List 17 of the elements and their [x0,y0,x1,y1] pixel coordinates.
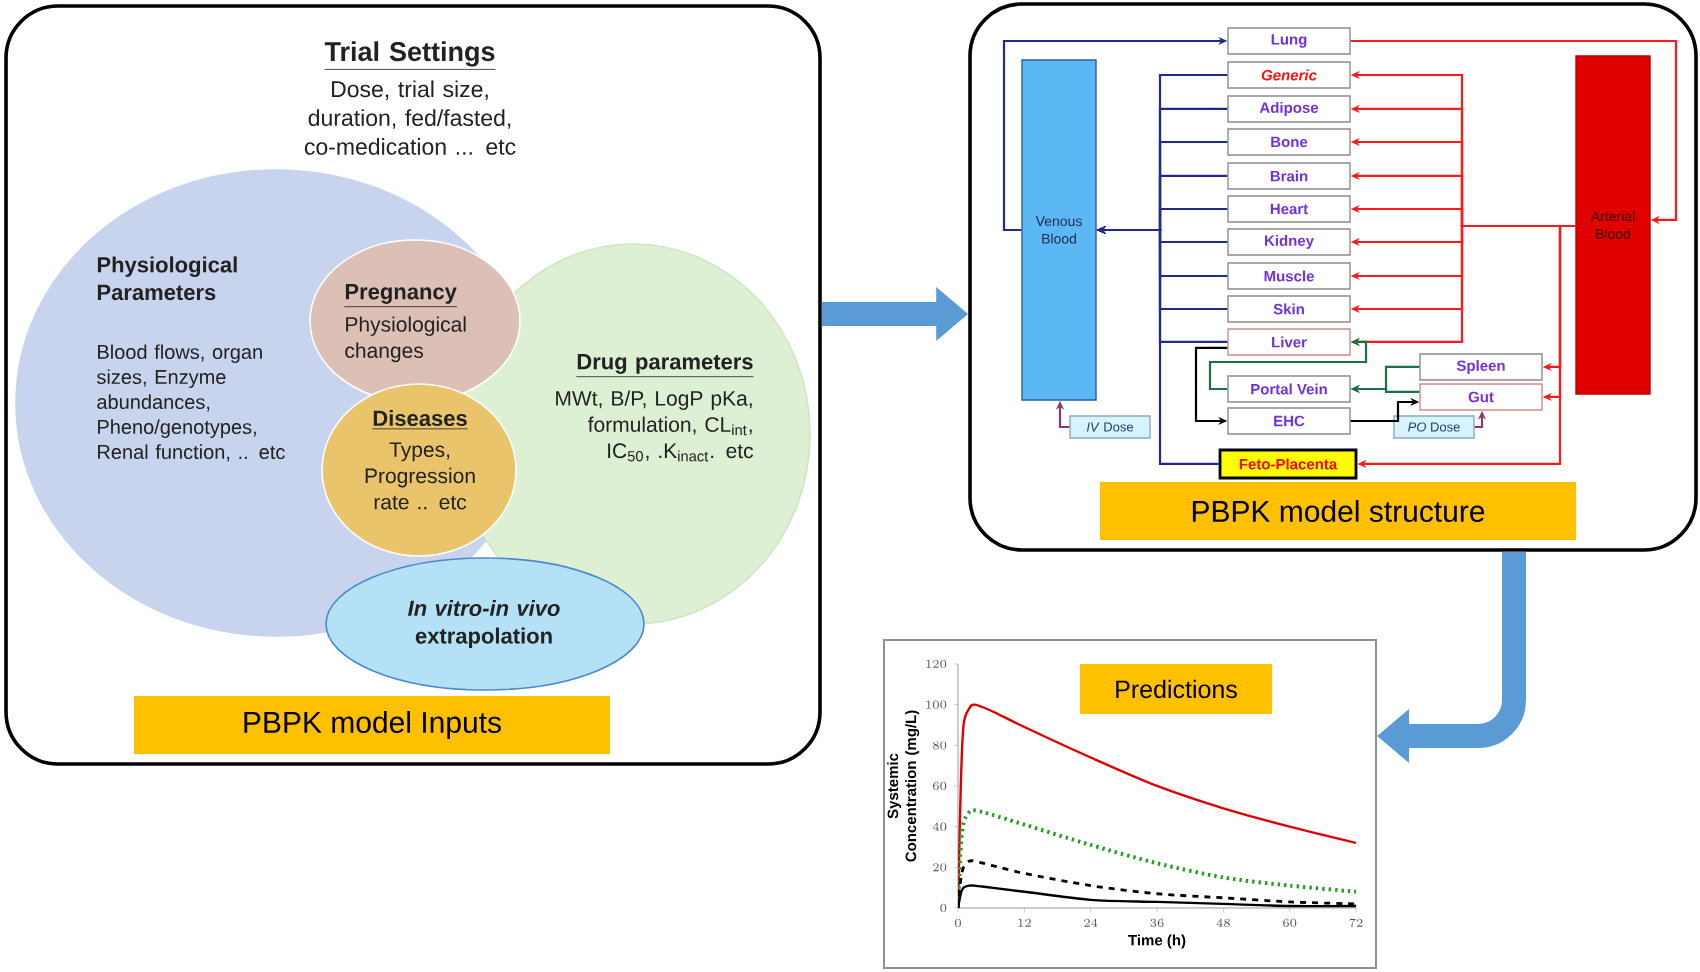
body-text: In vitro-in vivo extrapolation [408,599,560,648]
body-text: MWt, B/P, LogP pKa, formulation, CL$_{int}$, IC$_{50}$, .K$_{inact}$. etc [556,390,754,462]
heading: Trial Settings [324,41,496,70]
title-band: PBPK model structure [1100,482,1576,540]
body-text: Blood flows, organ sizes, Enzyme abundances, Pheno/genotypes, Renal function, .. etc [97,344,285,462]
connector-arrow [1350,39,1678,225]
heading: Diseases [371,409,469,430]
body-text: Types, Progression rate .. etc [365,442,475,510]
title-band: Predictions [1080,663,1272,714]
heading: Drug parameters [575,354,754,378]
panel [883,638,1377,969]
line-series [958,808,1356,908]
title-band: PBPK model Inputs [134,695,610,754]
body-text: Dose, trial size, duration, fed/fasted, co-medication ... etc [304,80,516,155]
heading: Physiological Parameters [97,256,237,301]
body-text: Physiological changes [345,316,466,363]
heading: Pregnancy [344,284,458,308]
